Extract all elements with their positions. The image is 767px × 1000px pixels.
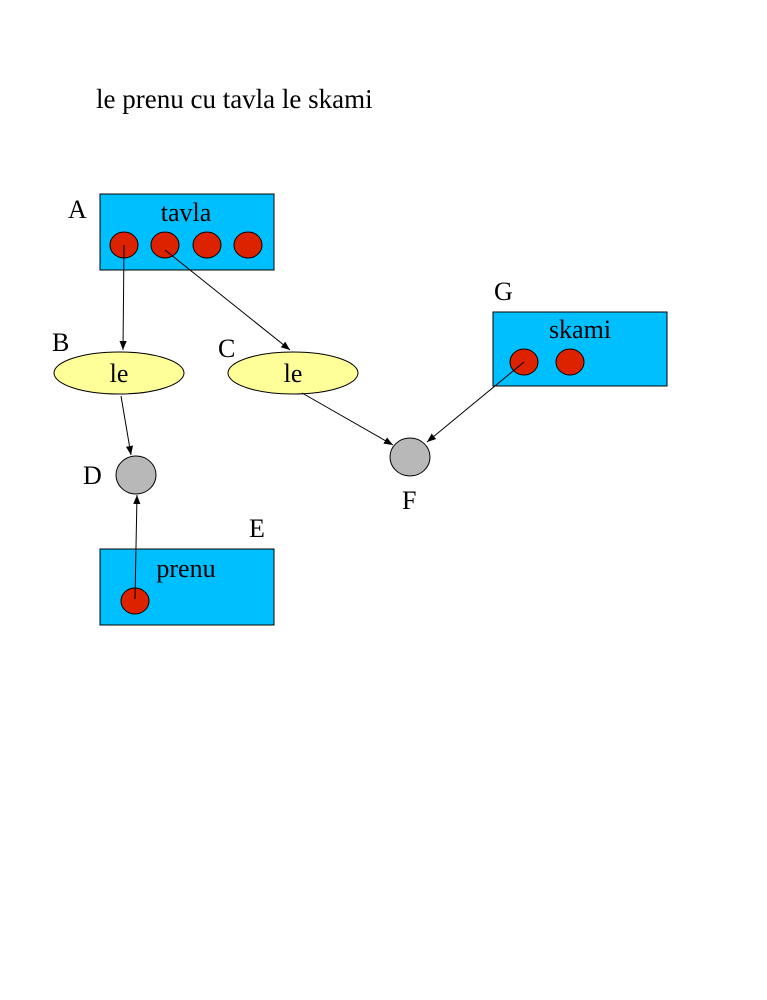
ellipse-b — [53, 351, 185, 395]
node-d-letter: D — [83, 461, 102, 490]
box-g-letter: G — [494, 277, 513, 306]
node-d — [115, 455, 157, 495]
box-a-letter: A — [68, 195, 87, 224]
sentence-title: le prenu cu tavla le skami — [96, 84, 373, 114]
ellipse-c — [227, 351, 359, 395]
box-a: tavla — [99, 193, 275, 271]
box-a-slot-2 — [150, 231, 180, 259]
ellipse-c-letter: C — [218, 334, 235, 363]
box-g-label: skami — [549, 315, 611, 344]
arrow-a-to-b — [119, 244, 127, 351]
node-f-letter: F — [402, 486, 416, 515]
box-a-slot-4 — [233, 231, 263, 259]
arrow-a-to-c — [164, 249, 291, 351]
box-g: skami — [492, 311, 668, 387]
node-f — [389, 437, 431, 477]
ellipse-c-label: le — [284, 359, 303, 388]
box-a-label: tavla — [161, 198, 212, 227]
ellipse-b-letter: B — [52, 328, 69, 357]
ellipse-b-label: le — [110, 359, 129, 388]
box-e-letter: E — [249, 514, 265, 543]
box-a-slot-3 — [192, 231, 222, 259]
arrow-g-to-f — [426, 361, 525, 443]
box-g-slot-2 — [555, 348, 585, 376]
arrow-c-to-f — [301, 392, 394, 446]
box-e-label: prenu — [156, 554, 215, 583]
arrow-b-to-d — [120, 395, 134, 456]
arrow-e-to-d — [133, 494, 141, 600]
box-e: prenu — [99, 548, 275, 626]
